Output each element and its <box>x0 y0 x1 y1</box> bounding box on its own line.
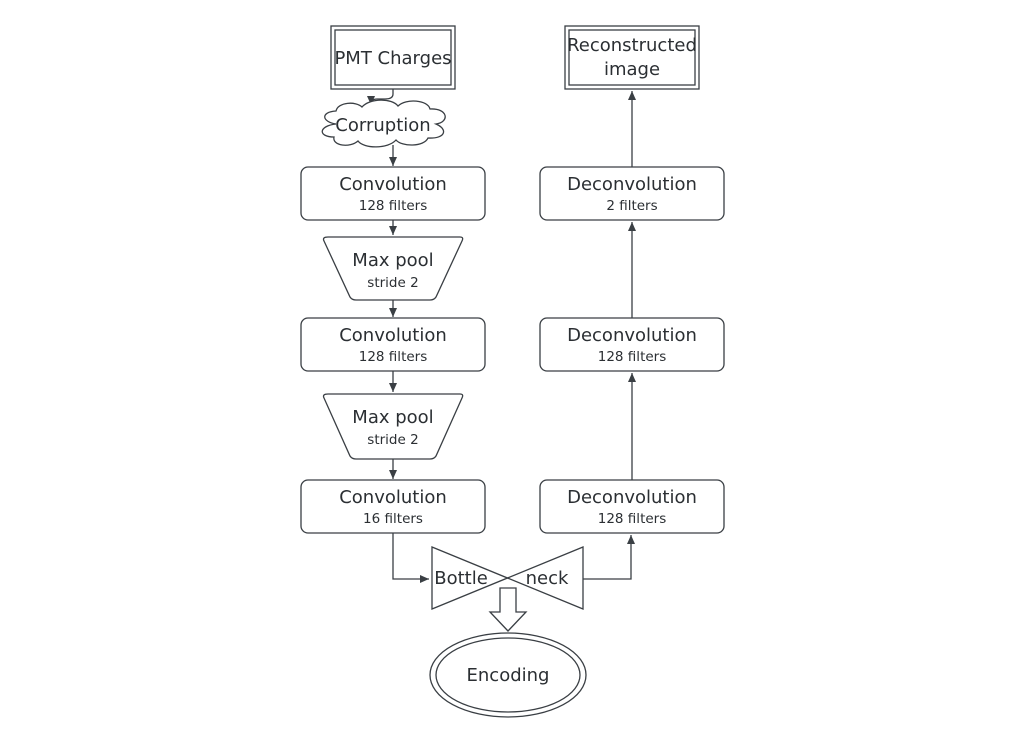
pool2-node: Max pool stride 2 <box>322 393 464 460</box>
conv1-sub: 128 filters <box>359 198 428 214</box>
bottleneck-right-label: neck <box>526 568 569 589</box>
conv2-sub: 128 filters <box>359 349 428 365</box>
deconv3-title: Deconvolution <box>567 174 697 195</box>
pool1-node: Max pool stride 2 <box>322 236 464 301</box>
deconv2-node: Deconvolution 128 filters <box>539 317 725 372</box>
deconv3-node: Deconvolution 2 filters <box>539 166 725 221</box>
pool1-sub: stride 2 <box>367 275 418 291</box>
conv3-node: Convolution 16 filters <box>300 479 486 534</box>
deconv1-sub: 128 filters <box>598 511 667 527</box>
conv1-title: Convolution <box>339 174 447 195</box>
pool2-sub: stride 2 <box>367 432 418 448</box>
output-label-line2: image <box>604 59 660 80</box>
pool2-title: Max pool <box>352 407 433 428</box>
deconv1-title: Deconvolution <box>567 487 697 508</box>
conv1-node: Convolution 128 filters <box>300 166 486 221</box>
deconv1-node: Deconvolution 128 filters <box>539 479 725 534</box>
deconv3-sub: 2 filters <box>606 198 657 214</box>
down-arrow-icon <box>488 587 528 632</box>
deconv2-sub: 128 filters <box>598 349 667 365</box>
corruption-node: Corruption <box>321 99 446 148</box>
encoding-node: Encoding <box>429 632 587 718</box>
input-node: PMT Charges <box>330 25 456 90</box>
output-node: Reconstructed image <box>564 25 700 90</box>
conv2-title: Convolution <box>339 325 447 346</box>
arrow-bottleneck-to-deconv1 <box>583 535 635 580</box>
arrow-conv3-to-bottleneck <box>392 533 429 583</box>
bottleneck-left-label: Bottle <box>434 568 488 589</box>
bottleneck-node: Bottle neck <box>431 546 584 610</box>
conv3-title: Convolution <box>339 487 447 508</box>
conv2-node: Convolution 128 filters <box>300 317 486 372</box>
pool1-title: Max pool <box>352 250 433 271</box>
conv3-sub: 16 filters <box>363 511 423 527</box>
encoding-label: Encoding <box>467 665 550 686</box>
deconv2-title: Deconvolution <box>567 325 697 346</box>
output-label-line1: Reconstructed <box>567 35 697 56</box>
input-label: PMT Charges <box>334 48 451 69</box>
corruption-label: Corruption <box>335 115 430 136</box>
